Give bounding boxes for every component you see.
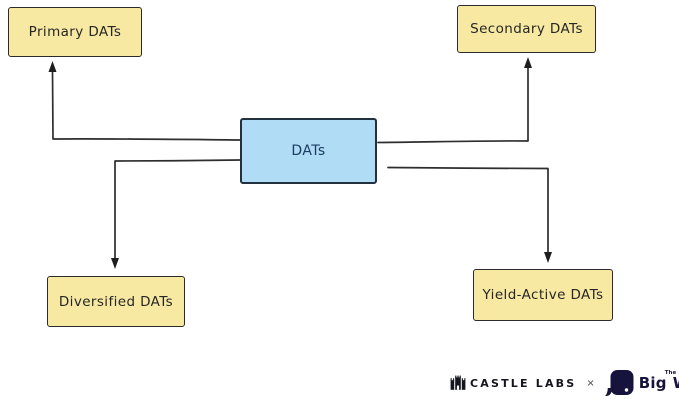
node-diversified-dats: Diversified DATs xyxy=(47,276,185,327)
node-secondary-dats-label: Secondary DATs xyxy=(470,21,583,37)
arrowhead-secondary-icon xyxy=(524,57,532,68)
logo-separator: × xyxy=(586,377,595,389)
footer-logos: CASTLE LABS × BigTheWhale xyxy=(450,363,679,403)
arrowhead-diversified-icon xyxy=(111,258,119,269)
node-primary-dats: Primary DATs xyxy=(8,7,142,57)
big-whale-whale: Whale xyxy=(673,374,679,392)
arrowhead-yield-active-icon xyxy=(544,252,552,263)
node-yield-active-dats: Yield-Active DATs xyxy=(473,269,613,321)
node-dats-center: DATs xyxy=(240,118,377,184)
castle-labs-label: CASTLE LABS xyxy=(470,376,577,390)
node-diversified-dats-label: Diversified DATs xyxy=(58,293,174,310)
big-whale-label: BigTheWhale xyxy=(638,370,679,392)
node-dats-center-label: DATs xyxy=(291,143,326,159)
big-whale-the: The xyxy=(664,370,677,376)
arrowhead-primary-icon xyxy=(48,61,57,72)
connector-yield-active xyxy=(387,166,549,254)
connector-primary xyxy=(51,70,241,141)
node-primary-dats-label: Primary DATs xyxy=(28,24,122,40)
connector-secondary xyxy=(377,65,529,144)
node-yield-active-dats-label: Yield-Active DATs xyxy=(482,287,604,303)
big-whale-logo: BigTheWhale xyxy=(604,367,679,399)
node-secondary-dats: Secondary DATs xyxy=(457,5,596,53)
castle-icon xyxy=(450,375,466,390)
connector-diversified xyxy=(114,159,241,260)
big-whale-big: Big xyxy=(638,374,667,392)
whale-icon xyxy=(604,370,634,397)
castle-labs-logo: CASTLE LABS xyxy=(450,375,576,391)
